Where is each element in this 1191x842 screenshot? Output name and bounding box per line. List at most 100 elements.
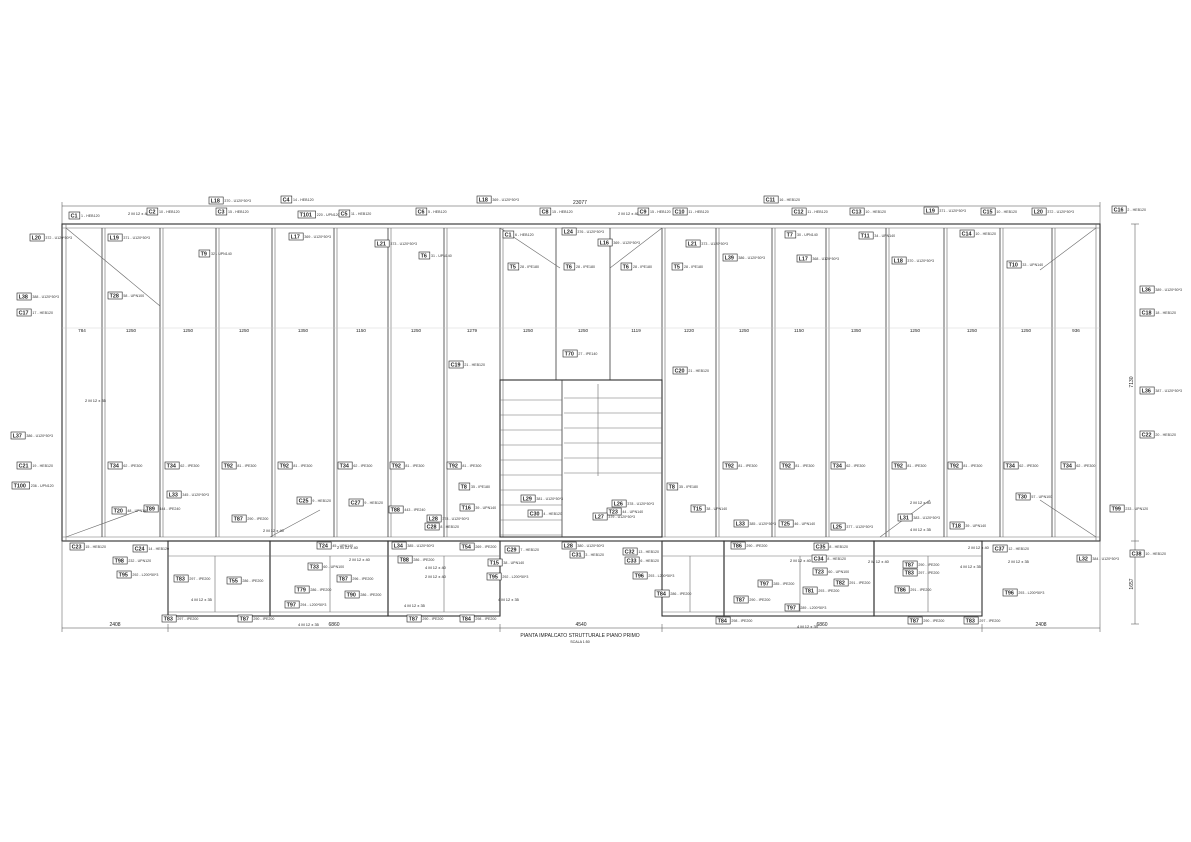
member-description: 62 - IPE300 xyxy=(846,464,865,468)
member-label-box xyxy=(166,490,182,499)
member-description: 383 - U120*50*3 xyxy=(913,516,940,520)
member-description: 290 - IPE200 xyxy=(918,563,939,567)
bolt-note: 4 M 12 x 35 xyxy=(797,624,819,629)
member-label-box xyxy=(10,431,26,440)
member-code: L34 xyxy=(394,543,403,549)
member-label-box xyxy=(426,514,442,523)
member-label-box xyxy=(812,567,828,576)
member-description: 372 - U120*50*3 xyxy=(1047,210,1074,214)
member-code: C10 xyxy=(675,209,685,215)
member-description: 15 - HEB120 xyxy=(85,545,106,549)
member-description: 38 - UPN140 xyxy=(706,507,727,511)
member-label-box xyxy=(16,292,32,301)
member-code: T92 xyxy=(392,463,401,469)
member-description: 38 - UPN140 xyxy=(503,561,524,565)
member-code: T92 xyxy=(894,463,903,469)
member-description: 18 - HEB120 xyxy=(1155,311,1176,315)
member-description: 28 - IPE180 xyxy=(520,265,539,269)
member-description: 39 - UPN140 xyxy=(965,524,986,528)
bay-dimension: 1119 xyxy=(631,328,641,333)
member-label-box xyxy=(539,207,552,216)
member-label-box xyxy=(949,521,965,530)
member-label-box xyxy=(923,206,939,215)
member-description: 293 - L200*50*3 xyxy=(1018,591,1044,595)
member-description: 290 - IPE200 xyxy=(247,517,268,521)
member-code: L16 xyxy=(600,240,609,246)
member-label-box xyxy=(992,544,1008,553)
member-description: 444 - IPE240 xyxy=(159,507,180,511)
member-code: T5 xyxy=(674,264,680,270)
bolt-note: 4 M 12 x 35 xyxy=(960,564,982,569)
member-label-box xyxy=(763,195,779,204)
member-description: 11 - HEB120 xyxy=(351,212,371,216)
bay-dimension: 1150 xyxy=(356,328,366,333)
member-description: 9 - HEB120 xyxy=(312,499,331,503)
member-code: L18 xyxy=(894,258,903,264)
member-description: 28 - IPE180 xyxy=(576,265,595,269)
member-description: 62 - IPE300 xyxy=(123,464,142,468)
member-description: 297 - IPE200 xyxy=(979,619,1000,623)
bolt-note: 2 M 12 x 40 xyxy=(790,558,812,563)
member-label-box xyxy=(778,519,794,528)
bolt-note: 2 M 12 x 35 xyxy=(1008,559,1030,564)
member-code: C17 xyxy=(19,310,29,316)
member-description: 10 - HEB120 xyxy=(996,210,1017,214)
member-code: T97 xyxy=(287,602,296,608)
member-description: 21 - HEB120 xyxy=(688,369,709,373)
member-description: 220 - UPN120 xyxy=(317,213,340,217)
member-code: T8 xyxy=(461,484,467,490)
member-label-box xyxy=(69,542,85,551)
member-code: L36 xyxy=(1142,287,1151,293)
member-code: C2 xyxy=(149,209,156,215)
member-label-box xyxy=(611,499,627,508)
bolt-note: 4 M 12 x 35 xyxy=(404,603,426,608)
member-label-box xyxy=(116,570,132,579)
member-description: 380 - U120*50*3 xyxy=(577,544,604,548)
member-label-box xyxy=(1003,461,1019,470)
member-description: 385 - U120*50*3 xyxy=(749,522,776,526)
member-description: 3 - HEB120 xyxy=(585,553,604,557)
member-description: 443 - IPE240 xyxy=(404,508,425,512)
member-description: 62 - IPE300 xyxy=(1019,464,1038,468)
member-code: C4 xyxy=(283,197,290,203)
bottom-dimension: 4540 xyxy=(575,622,586,628)
member-label-box xyxy=(784,603,800,612)
member-description: 20 - HEB120 xyxy=(1155,433,1176,437)
bay-dimension: 1250 xyxy=(967,328,978,333)
member-description: 33 - UPN140 xyxy=(1022,263,1043,267)
bolt-note: 2 M 12 x 40 xyxy=(337,545,359,550)
member-label-box xyxy=(722,461,738,470)
member-description: 386 - U120*50*3 xyxy=(738,256,765,260)
bay-dimension: 1250 xyxy=(1021,328,1032,333)
member-code: C12 xyxy=(794,209,804,215)
